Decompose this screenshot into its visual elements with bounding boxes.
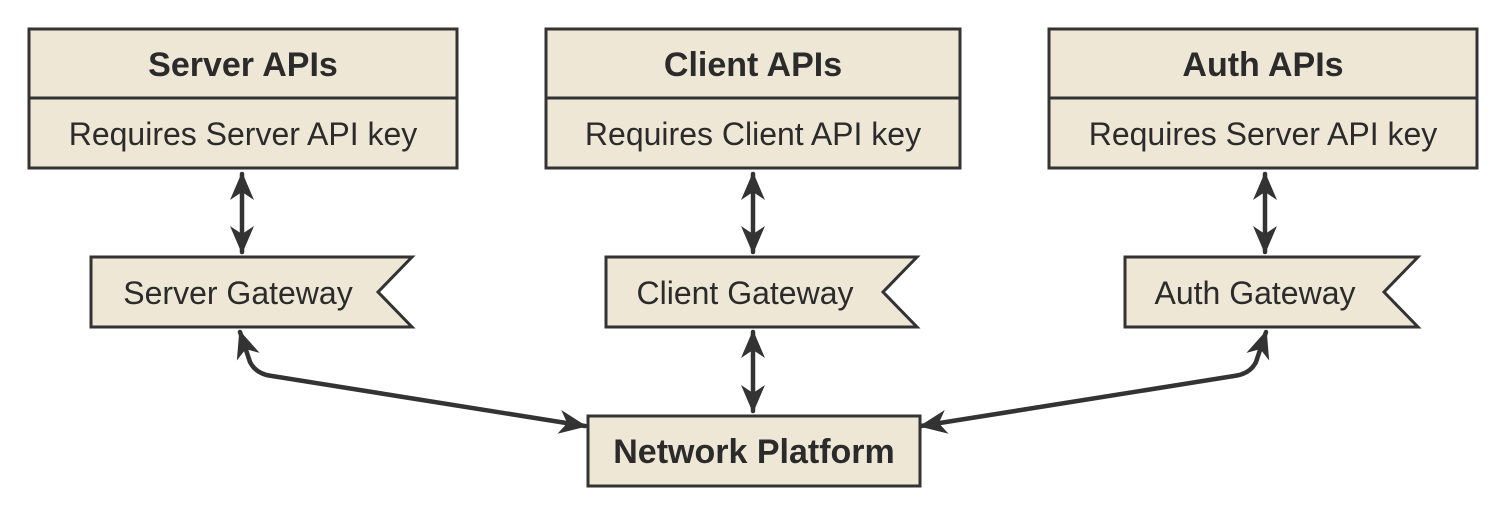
gateway-client-shape: [604, 255, 921, 329]
edges: [230, 171, 1277, 434]
edge-auth-gateway-to-network-platform: [918, 329, 1270, 434]
network-platform-label: Network Platform: [613, 433, 895, 471]
api-box-auth-title: Auth APIs: [1182, 46, 1343, 84]
api-box-auth-note: Requires Server API key: [1089, 116, 1438, 152]
network-platform-frame: [586, 414, 922, 488]
api-box-server-title: Server APIs: [148, 46, 338, 84]
api-box-client-title: Client APIs: [664, 46, 842, 84]
gateway-client: Client Gateway: [604, 255, 921, 329]
api-box-server: Server APIs Requires Server API key: [27, 27, 459, 170]
gateway-auth: Auth Gateway: [1123, 255, 1422, 329]
gateway-server: Server Gateway: [89, 255, 416, 329]
gateway-server-shape: [89, 255, 416, 329]
api-box-auth: Auth APIs Requires Server API key: [1047, 27, 1479, 170]
edge-server-gateway-to-network-platform: [236, 329, 588, 434]
api-box-client-note: Requires Client API key: [585, 116, 921, 152]
gateway-server-label: Server Gateway: [123, 275, 352, 311]
api-box-client: Client APIs Requires Client API key: [544, 27, 962, 170]
network-platform: Network Platform: [586, 414, 922, 488]
gateway-auth-shape: [1123, 255, 1422, 329]
gateway-client-label: Client Gateway: [637, 275, 854, 311]
gateway-auth-label: Auth Gateway: [1155, 275, 1356, 311]
api-box-server-note: Requires Server API key: [69, 116, 418, 152]
